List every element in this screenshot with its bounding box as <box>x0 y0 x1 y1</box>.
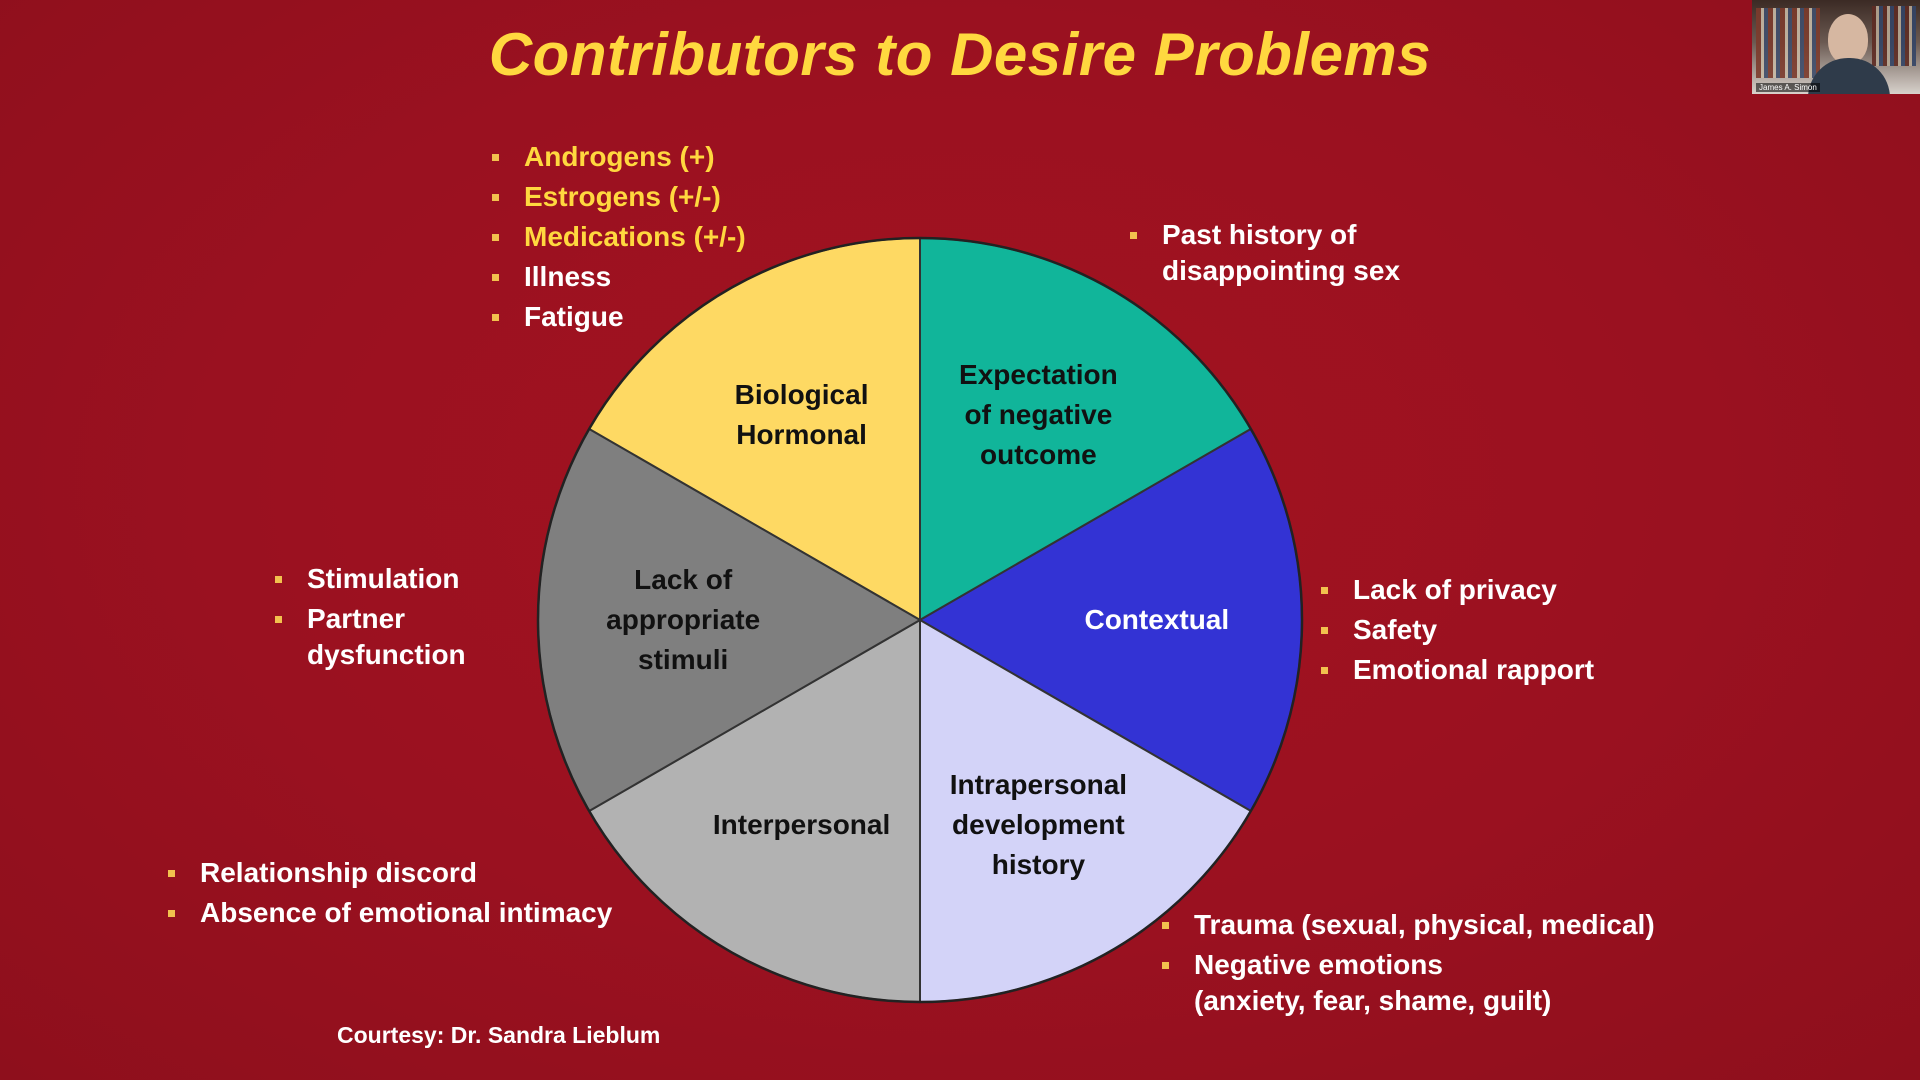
biological-bullet-text: Androgens (+) <box>524 141 715 172</box>
interpersonal-bullet-text: Absence of emotional intimacy <box>200 897 613 928</box>
stimuli-bullet-text: dysfunction <box>307 639 466 670</box>
intrapersonal-bullet-text: Trauma (sexual, physical, medical) <box>1194 909 1655 940</box>
segment-label-line: Hormonal <box>736 418 867 450</box>
bullet-marker-icon <box>492 194 499 201</box>
segment-label-intrapersonal: Intrapersonal development history <box>950 765 1127 885</box>
segment-label-expectation: Expectation of negative outcome <box>959 355 1118 475</box>
segment-label-line: Biological <box>734 378 869 410</box>
stimuli-bullet-item: Partner dysfunction <box>275 601 466 673</box>
biological-bullet-item: Illness <box>492 259 746 295</box>
segment-label-line: appropriate <box>606 604 761 635</box>
expectation-bullet-list: Past history of disappointing sex <box>1130 217 1400 293</box>
segment-label-line: Contextual <box>1084 604 1230 635</box>
segment-label-contextual: Contextual <box>1084 600 1229 640</box>
bullet-marker-icon <box>275 576 282 583</box>
bullet-marker-icon <box>492 154 499 161</box>
expectation-bullet-text: Past history of <box>1162 219 1357 250</box>
presenter-head <box>1828 14 1868 64</box>
stimuli-bullet-text: Partner <box>307 603 406 634</box>
interpersonal-bullet-item: Absence of emotional intimacy <box>168 895 612 931</box>
intrapersonal-bullet-text: Negative emotions <box>1194 949 1443 980</box>
biological-bullet-text: Illness <box>524 261 612 292</box>
intrapersonal-bullet-item: Trauma (sexual, physical, medical) <box>1162 907 1655 943</box>
bullet-marker-icon <box>1321 667 1328 674</box>
biological-bullet-item: Estrogens (+/-) <box>492 179 746 215</box>
contextual-bullet-item: Safety <box>1321 612 1594 648</box>
bullet-marker-icon <box>1321 627 1328 634</box>
interpersonal-bullet-text: Relationship discord <box>200 857 477 888</box>
intrapersonal-bullet-list: Trauma (sexual, physical, medical) Negati… <box>1162 907 1655 1023</box>
biological-bullet-text: Fatigue <box>524 301 624 332</box>
segment-label-line: Interpersonal <box>712 809 891 841</box>
interpersonal-bullet-item: Relationship discord <box>168 855 612 891</box>
expectation-bullet-text: disappointing sex <box>1162 255 1401 286</box>
biological-bullet-list: Androgens (+) Estrogens (+/-) Medications … <box>492 139 746 339</box>
segment-label-line: Intrapersonal <box>949 769 1128 801</box>
slide-title: Contributors to Desire Problems <box>488 21 1432 88</box>
biological-bullet-item: Androgens (+) <box>492 139 746 175</box>
segment-label-line: Lack of <box>634 564 733 595</box>
biological-bullet-item: Fatigue <box>492 299 746 335</box>
segment-label-line: outcome <box>980 438 1097 470</box>
stimuli-bullet-text: Stimulation <box>307 563 460 594</box>
intrapersonal-bullet-item: Negative emotions (anxiety, fear, shame, … <box>1162 947 1655 1019</box>
bullet-marker-icon <box>492 234 499 241</box>
bullet-marker-icon <box>275 616 282 623</box>
contextual-bullet-text: Lack of privacy <box>1353 574 1557 605</box>
bullet-marker-icon <box>168 910 175 917</box>
bullet-marker-icon <box>1321 587 1328 594</box>
stimuli-bullet-item: Stimulation <box>275 561 466 597</box>
segment-label-line: of negative <box>964 398 1113 430</box>
bullet-marker-icon <box>1130 232 1137 239</box>
biological-bullet-item: Medications (+/-) <box>492 219 746 255</box>
bullet-marker-icon <box>1162 962 1169 969</box>
presenter-name: James A. Simon <box>1756 83 1820 92</box>
contextual-bullet-item: Emotional rapport <box>1321 652 1594 688</box>
contextual-bullet-text: Emotional rapport <box>1353 654 1595 685</box>
bullet-marker-icon <box>168 870 175 877</box>
pie-outline <box>536 236 1304 1004</box>
bookshelf <box>1756 8 1820 78</box>
expectation-bullet-item: Past history of disappointing sex <box>1130 217 1400 289</box>
biological-bullet-text: Medications (+/-) <box>524 221 746 252</box>
contextual-bullet-item: Lack of privacy <box>1321 572 1594 608</box>
intrapersonal-bullet-text: (anxiety, fear, shame, guilt) <box>1194 985 1552 1016</box>
biological-bullet-text: Estrogens (+/-) <box>524 181 721 212</box>
segment-label-stimuli: Lack of appropriate stimuli <box>606 560 760 680</box>
bullet-marker-icon <box>1162 922 1169 929</box>
segment-label-interpersonal: Interpersonal <box>713 805 890 845</box>
segment-label-line: development <box>952 809 1125 841</box>
bullet-marker-icon <box>492 274 499 281</box>
segment-label-line: history <box>991 849 1086 881</box>
bookshelf <box>1872 6 1916 66</box>
presenter-webcam: James A. Simon <box>1752 0 1920 94</box>
bullet-marker-icon <box>492 314 499 321</box>
segment-label-line: Expectation <box>959 358 1118 390</box>
contextual-bullet-text: Safety <box>1353 614 1438 645</box>
segment-label-line: stimuli <box>638 644 729 675</box>
courtesy-credit: Courtesy: Dr. Sandra Lieblum <box>337 1022 661 1048</box>
